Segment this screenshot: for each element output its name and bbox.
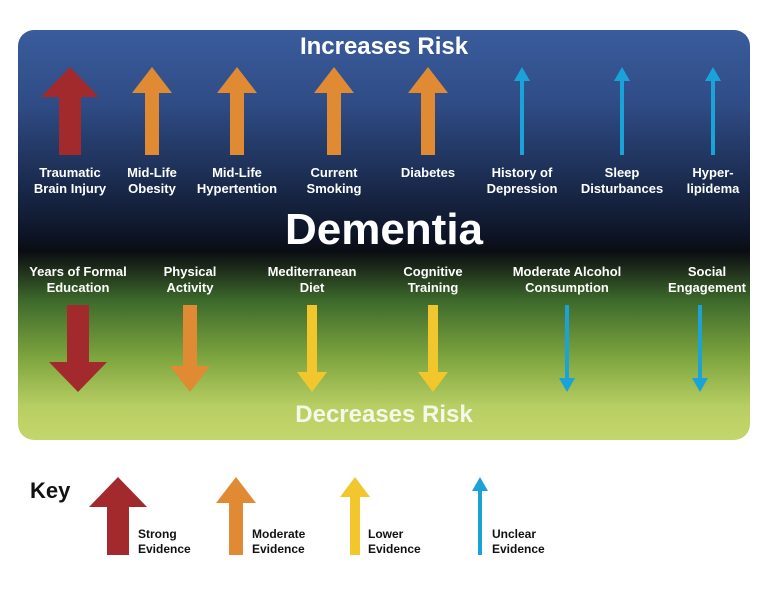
factor-label-hyperlipidema: Hyper- lipidema	[686, 165, 740, 196]
down-arrow-unclear	[559, 305, 575, 392]
key-label-lower: Lower Evidence	[368, 527, 421, 556]
key-title: Key	[30, 478, 71, 503]
up-arrow-strong	[41, 67, 99, 155]
factor-label-sleep-disturbances: Sleep Disturbances	[580, 165, 664, 196]
factor-label-physical-activity: Physical Activity	[163, 264, 217, 295]
key-label-strong: Strong Evidence	[138, 527, 191, 556]
factor-label-mid-life-obesity: Mid-Life Obesity	[127, 165, 177, 196]
factor-label-mid-life-hypertention: Mid-Life Hypertention	[196, 165, 278, 196]
key-label-unclear: Unclear Evidence	[492, 527, 545, 556]
key-label-moderate: Moderate Evidence	[252, 527, 306, 556]
factor-label-years-of-formal-education: Years of Formal Education	[29, 264, 127, 295]
factor-label-current-smoking: Current Smoking	[306, 165, 362, 196]
down-arrow-moderate	[170, 305, 210, 392]
up-arrow-moderate	[217, 67, 257, 155]
increases-risk-title: Increases Risk	[299, 33, 469, 60]
up-arrow-moderate	[314, 67, 354, 155]
up-arrow-unclear	[514, 67, 530, 155]
factor-label-cognitive-training: Cognitive Training	[403, 264, 463, 295]
factor-label-social-engagement: Social Engagement	[667, 264, 747, 295]
down-arrow-lower	[297, 305, 327, 392]
up-arrow-unclear	[705, 67, 721, 155]
down-arrow-strong	[49, 305, 107, 392]
factor-label-history-of-depression: History of Depression	[486, 165, 558, 196]
up-arrow-unclear	[614, 67, 630, 155]
down-arrow-lower	[418, 305, 448, 392]
dementia-title: Dementia	[284, 205, 484, 254]
key-arrow-moderate	[216, 477, 256, 555]
key-arrow-unclear	[472, 477, 488, 555]
up-arrow-moderate	[408, 67, 448, 155]
up-arrow-moderate	[132, 67, 172, 155]
decreases-risk-title: Decreases Risk	[295, 401, 473, 428]
key-arrow-strong	[89, 477, 147, 555]
factor-label-mediterranean-diet: Mediterranean Diet	[267, 264, 357, 295]
factor-label-traumatic-brain-injury: Traumatic Brain Injury	[33, 165, 107, 196]
down-arrow-unclear	[692, 305, 708, 392]
key-arrow-lower	[340, 477, 370, 555]
factor-label-diabetes: Diabetes	[400, 165, 456, 180]
risk-panel	[18, 30, 750, 440]
factor-label-moderate-alcohol-consumption: Moderate Alcohol Consumption	[512, 264, 622, 295]
